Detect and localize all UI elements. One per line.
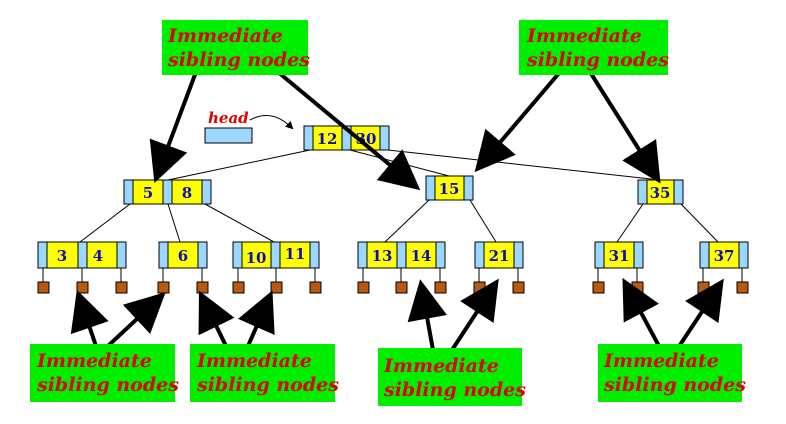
root-key-2: 30 bbox=[356, 130, 377, 148]
arrow-to-node-5-8 bbox=[149, 71, 198, 183]
callout-line1: Immediate bbox=[526, 25, 642, 47]
leaf-13-14: 13 14 bbox=[357, 241, 446, 269]
record-box bbox=[270, 281, 283, 294]
node-5-8: 5 8 bbox=[123, 179, 212, 205]
arrow-to-record bbox=[198, 290, 235, 347]
record-box bbox=[309, 281, 322, 294]
node-key: 4 bbox=[93, 247, 103, 265]
leaf-3-4: 3 4 bbox=[37, 241, 127, 269]
edge-35-37 bbox=[680, 203, 719, 243]
record-box bbox=[473, 281, 486, 294]
arrow-to-record bbox=[676, 278, 724, 350]
root-key-1: 12 bbox=[317, 130, 338, 148]
callout-line1: Immediate bbox=[383, 355, 499, 377]
record-box bbox=[157, 281, 170, 294]
node-key: 37 bbox=[714, 247, 735, 265]
callout-line1: Immediate bbox=[167, 25, 283, 47]
edge-35-31 bbox=[616, 203, 644, 243]
arrow-to-record bbox=[238, 290, 275, 347]
arrow-to-record bbox=[70, 289, 109, 347]
callout-bottom-2: Immediate sibling nodes bbox=[190, 344, 339, 402]
arrow-to-record bbox=[450, 278, 499, 352]
callout-line2: sibling nodes bbox=[603, 374, 746, 396]
record-box bbox=[395, 281, 408, 294]
record-box bbox=[697, 281, 710, 294]
callout-arrows bbox=[70, 70, 724, 352]
callout-top-left: Immediate sibling nodes bbox=[162, 20, 310, 75]
node-15: 15 bbox=[425, 175, 474, 201]
record-box bbox=[196, 281, 209, 294]
head-label: head bbox=[208, 109, 249, 127]
callout-line1: Immediate bbox=[196, 350, 312, 372]
node-key: 14 bbox=[411, 247, 432, 265]
node-35: 35 bbox=[637, 179, 684, 205]
node-key: 21 bbox=[489, 247, 510, 265]
record-box bbox=[631, 281, 644, 294]
head-pointer: head bbox=[204, 109, 294, 144]
edge-root-left bbox=[167, 149, 311, 181]
node-key: 6 bbox=[178, 247, 188, 265]
arrow-to-node-35 bbox=[588, 70, 661, 184]
edge-8-10 bbox=[204, 203, 275, 243]
node-key: 8 bbox=[182, 184, 192, 202]
record-box bbox=[115, 281, 128, 294]
callout-line1: Immediate bbox=[603, 350, 719, 372]
node-key: 11 bbox=[285, 245, 306, 263]
record-box bbox=[37, 281, 50, 294]
record-pointers bbox=[37, 268, 749, 294]
edge-5-6 bbox=[167, 203, 181, 243]
callout-line2: sibling nodes bbox=[196, 374, 339, 396]
arrow-to-record bbox=[622, 277, 662, 349]
node-key: 13 bbox=[372, 247, 393, 265]
root-node: 12 30 bbox=[303, 125, 390, 151]
callout-line2: sibling nodes bbox=[167, 49, 310, 71]
edge-15-13 bbox=[384, 199, 430, 243]
arrow-to-record bbox=[106, 292, 166, 348]
leaf-37: 37 bbox=[699, 241, 749, 269]
callout-bottom-3: Immediate sibling nodes bbox=[378, 348, 526, 406]
record-box bbox=[736, 281, 749, 294]
record-box bbox=[232, 281, 245, 294]
record-box bbox=[357, 281, 370, 294]
callout-line2: sibling nodes bbox=[526, 49, 669, 71]
record-box bbox=[512, 281, 525, 294]
record-box bbox=[592, 281, 605, 294]
tree-edges bbox=[79, 149, 719, 243]
edge-5-3 bbox=[79, 203, 131, 243]
node-key: 10 bbox=[246, 249, 267, 267]
node-key: 31 bbox=[609, 247, 630, 265]
node-key: 35 bbox=[650, 184, 671, 202]
node-key: 5 bbox=[143, 184, 153, 202]
record-box bbox=[76, 281, 89, 294]
node-key: 15 bbox=[439, 180, 460, 198]
head-box bbox=[204, 127, 253, 144]
leaf-21: 21 bbox=[474, 241, 524, 269]
callout-line2: sibling nodes bbox=[383, 379, 526, 401]
leaf-31: 31 bbox=[594, 241, 644, 269]
head-arrow bbox=[249, 115, 294, 130]
arrow-to-node-15 bbox=[276, 70, 421, 191]
callout-bottom-4: Immediate sibling nodes bbox=[598, 344, 746, 402]
edge-15-21 bbox=[469, 199, 497, 243]
leaf-6: 6 bbox=[158, 241, 208, 269]
callout-top-right: Immediate sibling nodes bbox=[519, 20, 669, 75]
node-key: 3 bbox=[57, 247, 67, 265]
callout-line1: Immediate bbox=[36, 350, 152, 372]
arrow-to-record bbox=[407, 279, 447, 351]
leaf-10-11: 10 11 bbox=[232, 241, 320, 269]
record-box bbox=[434, 281, 447, 294]
arrow-to-node-15-b bbox=[474, 70, 562, 173]
callout-line2: sibling nodes bbox=[36, 374, 179, 396]
callout-bottom-1: Immediate sibling nodes bbox=[30, 344, 179, 402]
edge-root-right bbox=[387, 149, 661, 181]
